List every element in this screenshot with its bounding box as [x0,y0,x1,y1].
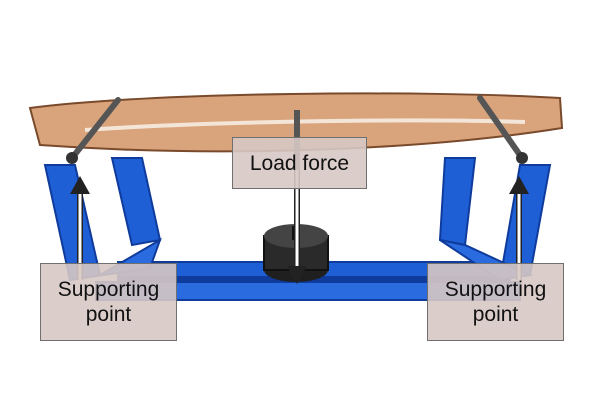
right-supporting-point-line-1: Supporting [444,278,547,301]
left-supporting-point-line-1: Supporting [57,278,160,301]
right-clamp [477,95,528,164]
load-force-text: Load force [249,151,350,175]
load-force-label: Load force [232,137,367,189]
left-supporting-point-label: Supporting point [40,263,177,341]
left-supporting-point-line-2: point [85,303,132,326]
right-supporting-point-label: Supporting point [427,263,564,341]
left-clamp [66,97,121,164]
right-supporting-point-line-2: point [472,303,519,326]
left-stand [43,157,162,282]
